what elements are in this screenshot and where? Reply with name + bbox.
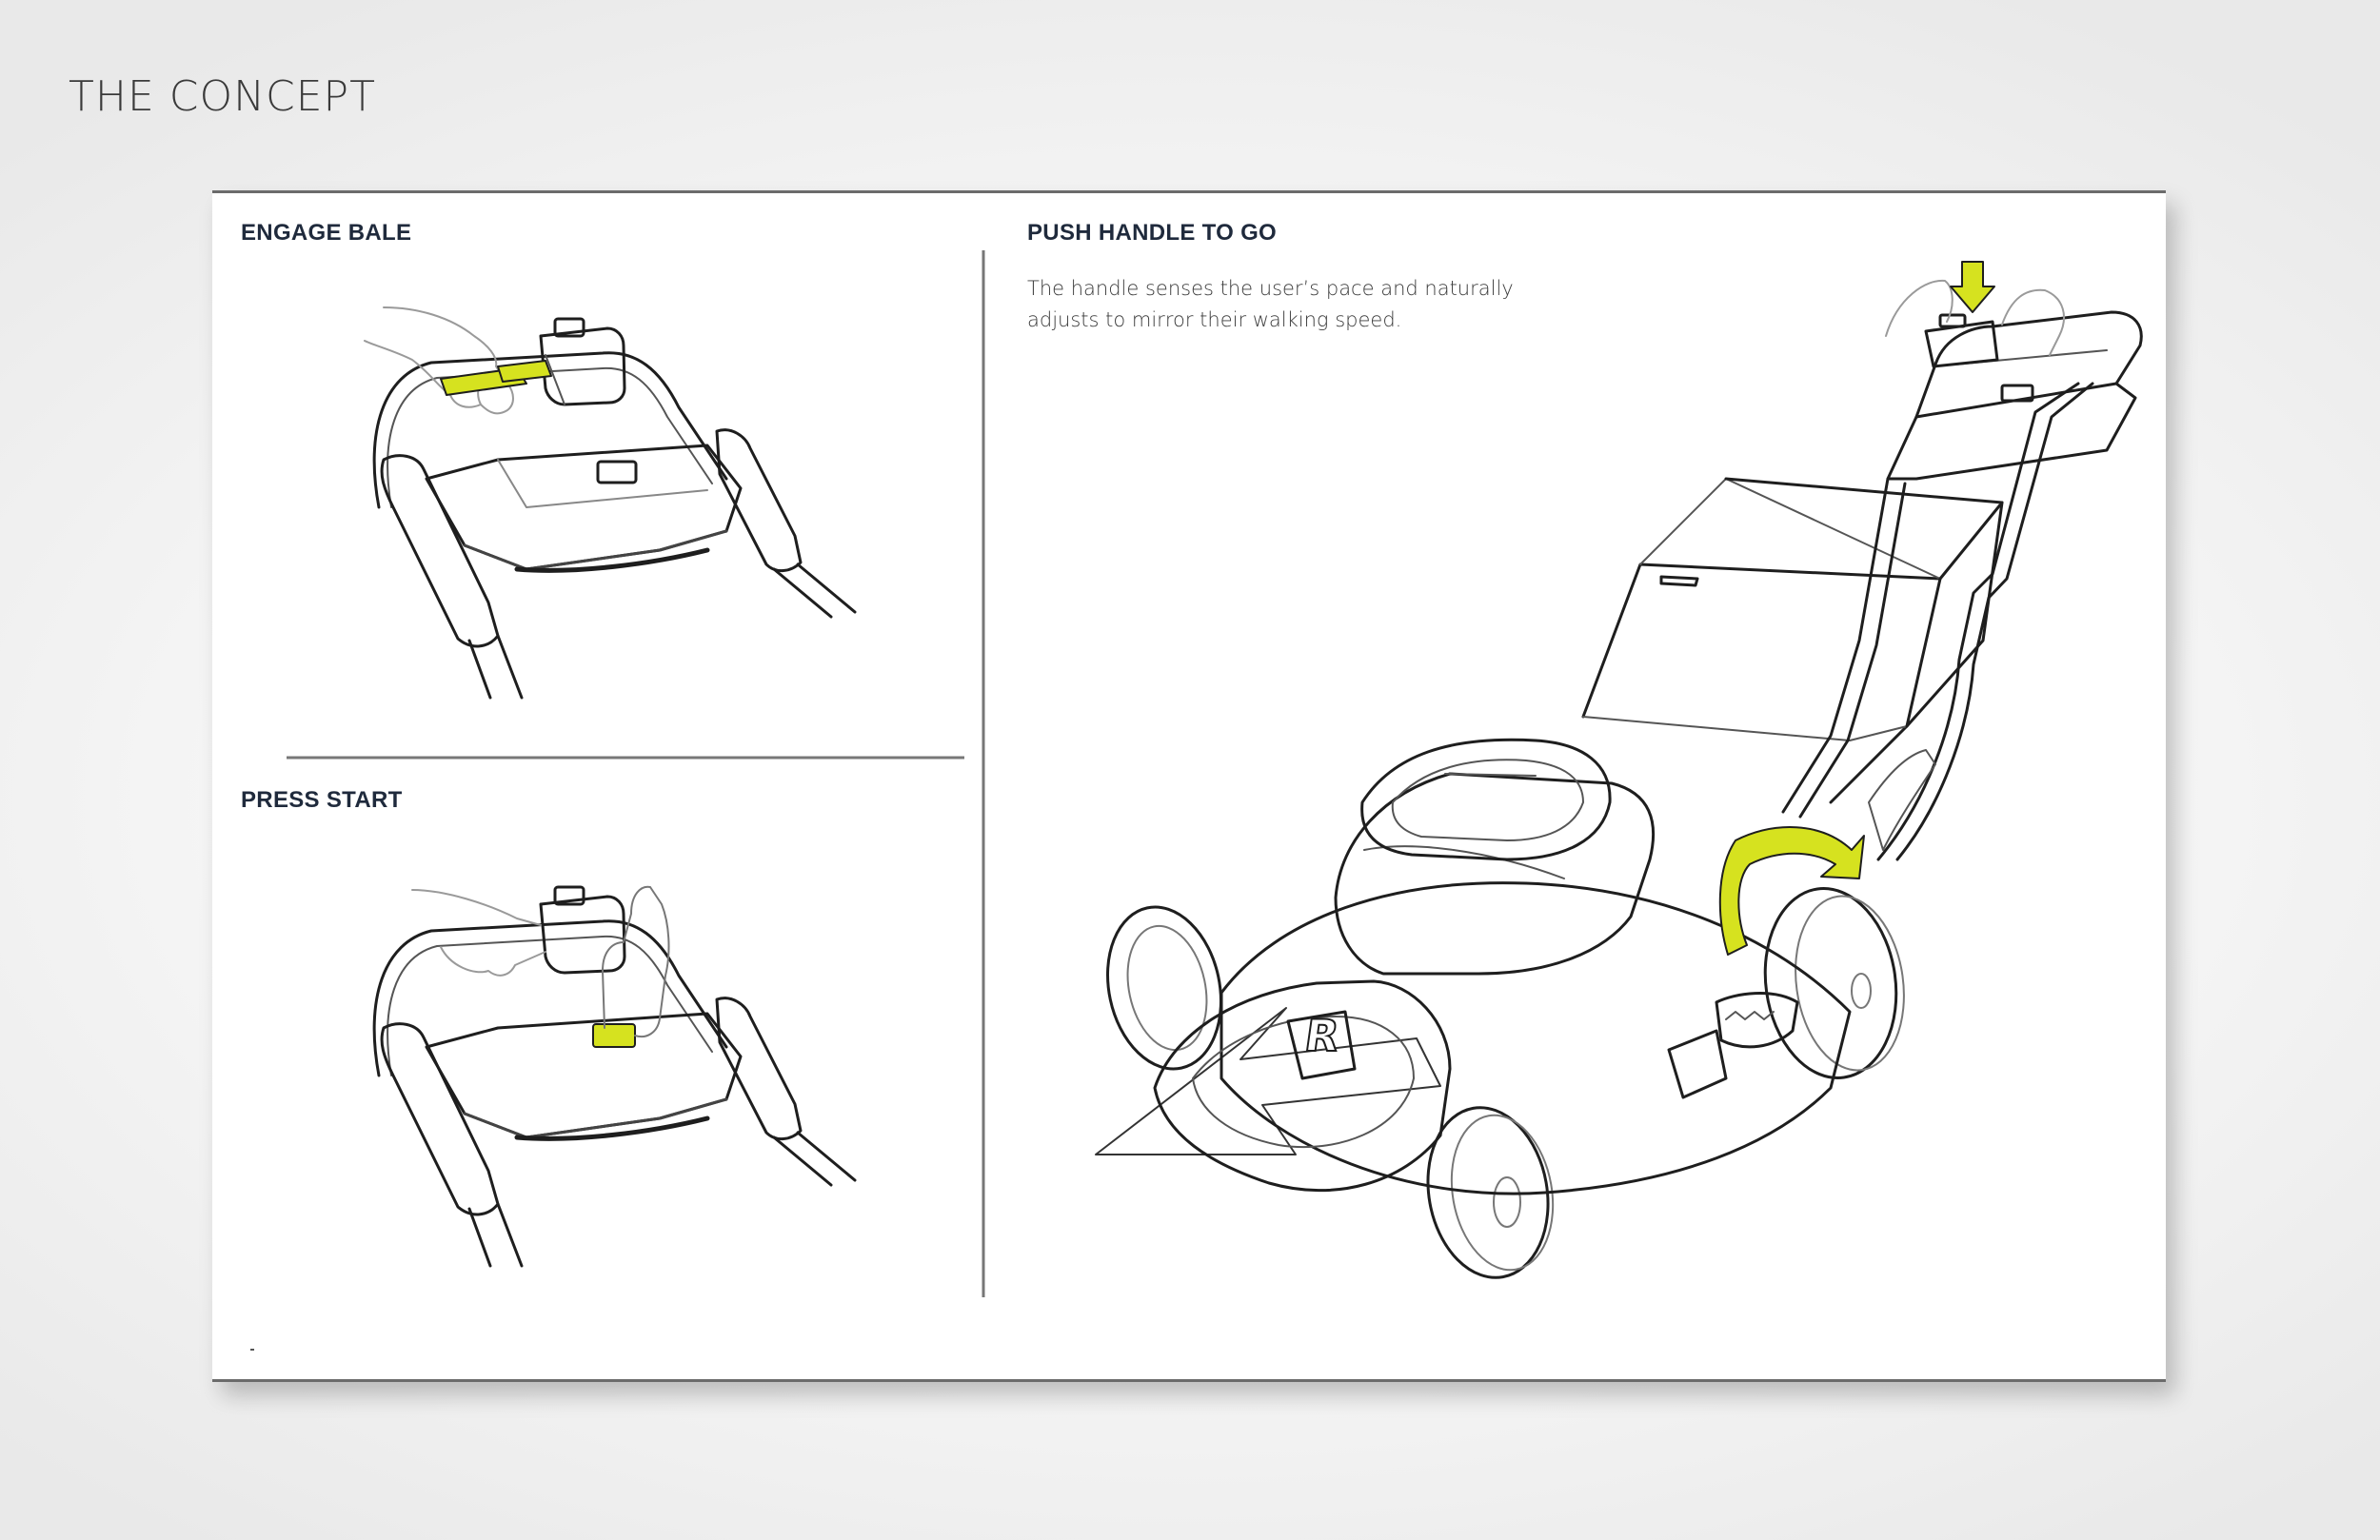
engage-bale-title: ENGAGE BALE <box>241 220 412 246</box>
mower-logo-letter: R <box>1300 1009 1343 1062</box>
mower-sketch <box>1095 261 2143 1279</box>
push-handle-description: The handle senses the user’s pace and na… <box>1027 277 1514 331</box>
down-arrow-icon <box>1950 261 1995 313</box>
engage-bale-sketch <box>364 306 857 700</box>
pointing-finger-icon <box>602 885 670 1037</box>
board-illustrations <box>250 250 2143 1351</box>
forward-arrow-icon <box>1095 1007 1441 1155</box>
start-button-highlight <box>592 1023 636 1048</box>
page-title: THE CONCEPT <box>69 72 376 121</box>
rotation-arrow-icon <box>1718 826 1865 956</box>
push-handle-title: PUSH HANDLE TO GO <box>1027 220 1278 246</box>
press-start-sketch <box>372 885 857 1268</box>
concept-board: ENGAGE BALE PRESS START PUSH HANDLE TO G… <box>212 190 2166 1382</box>
press-start-title: PRESS START <box>241 787 403 813</box>
